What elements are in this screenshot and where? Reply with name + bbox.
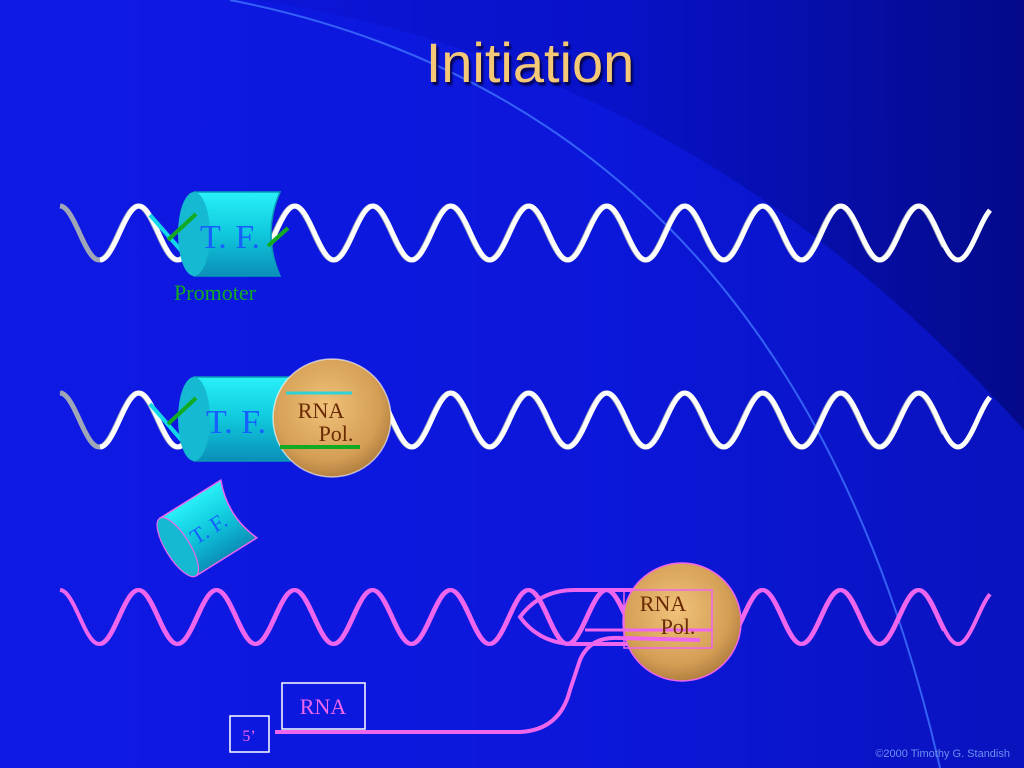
slide-title: Initiation — [425, 31, 635, 94]
rna-pol-label-box — [623, 589, 713, 649]
tf-label: T. F. — [206, 404, 266, 441]
promoter-segment — [166, 212, 198, 242]
dna-helix-row3 — [59, 587, 992, 647]
rna-label: RNA — [300, 694, 347, 719]
transcription-factor-row2: T. F. — [148, 376, 292, 462]
rna-transcript — [275, 635, 701, 734]
tf-label: T. F. — [200, 219, 260, 256]
copyright-credit: ©2000 Timothy G. Standish — [875, 748, 1010, 760]
rna-label-box — [281, 682, 366, 730]
released-transcription-factor: T. F. — [156, 478, 259, 578]
rna-pol-label-line1: RNA — [298, 398, 345, 423]
rna-pol-label-line1: RNA — [640, 591, 687, 616]
rna-polymerase-row2: RNA Pol. — [272, 358, 392, 478]
dna-strand-pink — [99, 588, 992, 647]
transcription-factor-row1: T. F. — [148, 191, 290, 277]
rna-pol-label-line2: Pol. — [319, 421, 354, 446]
rna-polymerase-row3: RNA Pol. — [585, 562, 742, 682]
five-prime-label: 5’ — [242, 728, 255, 745]
rna-pol-label-line2: Pol. — [661, 614, 696, 639]
five-prime-label-box — [229, 715, 270, 753]
promoter-label: Promoter — [174, 280, 257, 305]
promoter-segment — [266, 226, 290, 248]
